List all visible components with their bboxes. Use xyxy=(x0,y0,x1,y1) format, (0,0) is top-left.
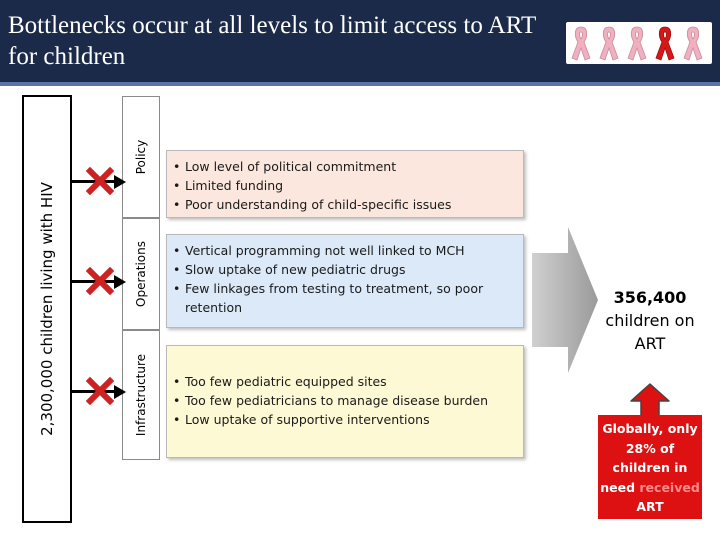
arrow-up-icon xyxy=(630,383,670,419)
list-item: Poor understanding of child-specific iss… xyxy=(173,195,513,214)
arrow-right-icon xyxy=(114,274,126,289)
callout-line2: 28% of xyxy=(625,440,675,456)
callout-line4: need received xyxy=(598,478,702,498)
infrastructure-list: Too few pediatric equipped sites Too few… xyxy=(173,372,513,429)
list-item: Low uptake of supportive interventions xyxy=(173,410,513,429)
ribbon-icon xyxy=(683,26,703,61)
children-on-art-line2: children on xyxy=(605,311,695,330)
operations-panel: Vertical programming not well linked to … xyxy=(166,234,524,328)
policy-label: Policy xyxy=(134,139,148,175)
infrastructure-bar: Infrastructure xyxy=(122,330,160,460)
arrow-right-icon xyxy=(114,384,126,399)
coverage-callout: Globally, only 28% of children in need r… xyxy=(598,415,702,519)
list-item: Too few pediatricians to manage disease … xyxy=(173,391,513,410)
arrow-right-icon xyxy=(532,227,598,373)
callout-line1: Globally, only xyxy=(602,421,698,436)
callout-line3: children in xyxy=(612,460,688,475)
children-living-with-hiv-label: 2,300,000 children living with HIV xyxy=(38,182,56,436)
list-item: Vertical programming not well linked to … xyxy=(173,241,513,260)
ribbon-icon xyxy=(571,26,591,61)
list-item: Low level of political commitment xyxy=(173,157,513,176)
operations-list: Vertical programming not well linked to … xyxy=(173,241,513,317)
x-mark-icon xyxy=(86,267,114,295)
arrow-right-icon xyxy=(114,174,126,189)
children-on-art-result: 356,400 children on ART xyxy=(594,286,706,355)
header-underline xyxy=(0,82,720,86)
policy-list: Low level of political commitment Limite… xyxy=(173,157,513,214)
infrastructure-label: Infrastructure xyxy=(134,353,148,437)
list-item: Slow uptake of new pediatric drugs xyxy=(173,260,513,279)
list-item: Too few pediatric equipped sites xyxy=(173,372,513,391)
x-mark-icon xyxy=(86,377,114,405)
callout-line5: ART xyxy=(636,499,664,514)
ribbon-icon xyxy=(627,26,647,61)
ribbon-icon xyxy=(599,26,619,61)
x-mark-icon xyxy=(86,167,114,195)
infrastructure-panel: Too few pediatric equipped sites Too few… xyxy=(166,345,524,458)
children-on-art-line3: ART xyxy=(634,334,666,353)
policy-panel: Low level of political commitment Limite… xyxy=(166,150,524,218)
callout-need: need xyxy=(600,479,636,495)
list-item: Few linkages from testing to treatment, … xyxy=(173,279,513,317)
operations-bar: Operations xyxy=(122,218,160,330)
callout-received: received xyxy=(639,479,700,495)
operations-label: Operations xyxy=(134,241,148,307)
page-title: Bottlenecks occur at all levels to limit… xyxy=(8,12,536,70)
ribbon-icon xyxy=(655,26,675,61)
policy-bar: Policy xyxy=(122,96,160,218)
children-living-with-hiv-box: 2,300,000 children living with HIV xyxy=(22,95,72,523)
ribbons-logo xyxy=(566,22,712,64)
list-item: Limited funding xyxy=(173,176,513,195)
children-on-art-number: 356,400 xyxy=(613,288,687,307)
